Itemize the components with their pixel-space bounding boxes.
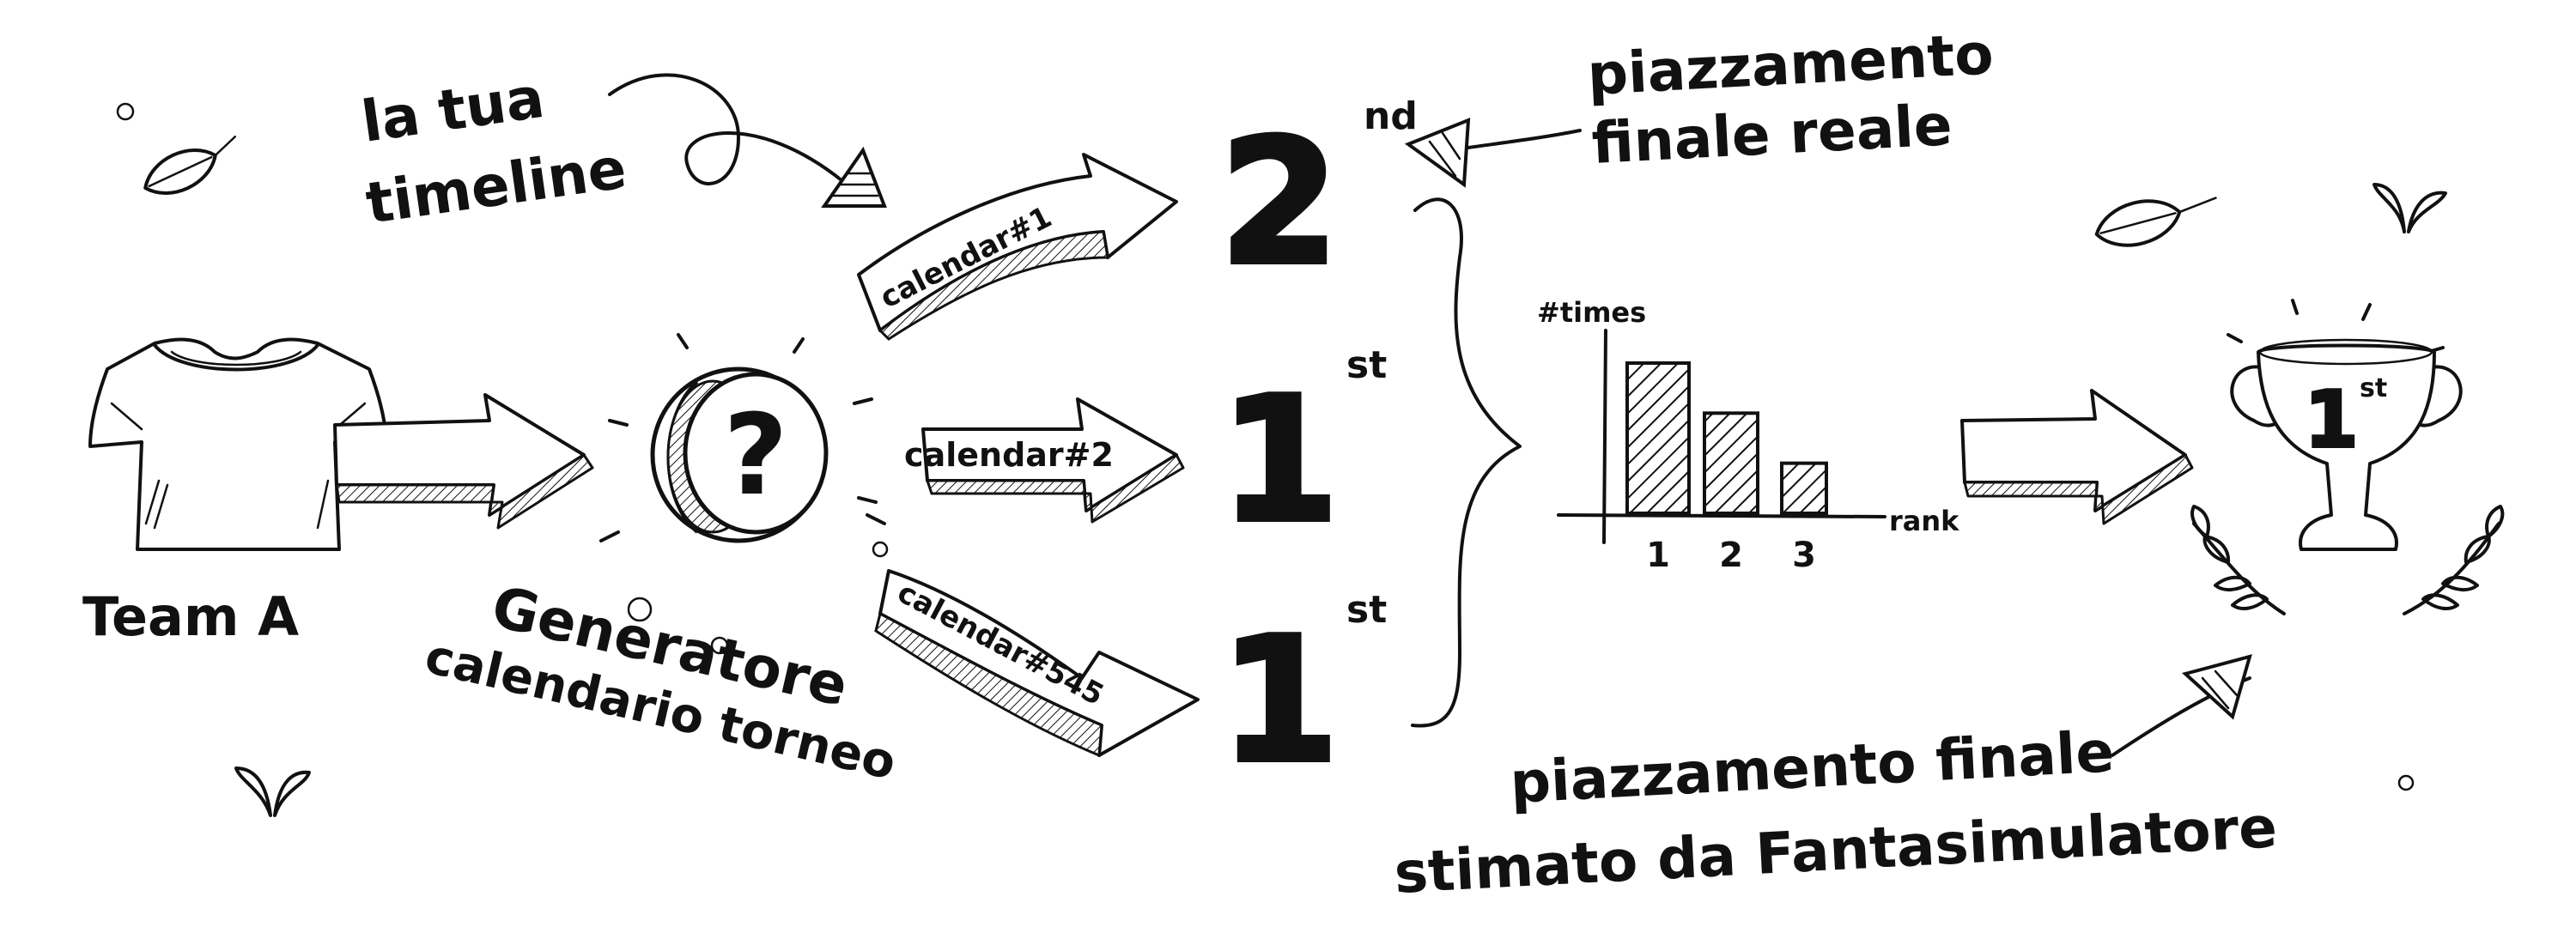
- bubble-doodle: [872, 541, 889, 558]
- placement-result-2: 1 st: [1217, 343, 1387, 563]
- trophy-place-suffix: st: [2360, 373, 2387, 403]
- placement-number-1: 2: [1219, 103, 1339, 303]
- team-shirt-icon: [88, 337, 388, 551]
- bubble-doodle: [710, 636, 729, 655]
- laurel-right-icon: [2403, 505, 2505, 615]
- timeline-label-line-1: la tua: [358, 64, 549, 155]
- placement-suffix-2: st: [1346, 343, 1387, 387]
- generator-sparkle-lines: [599, 333, 886, 542]
- generator-coin-icon: ?: [650, 367, 829, 543]
- chart-y-axis: [1602, 329, 1607, 544]
- timeline-curly-arrow: [608, 73, 843, 185]
- chart-x-axis: [1557, 513, 1886, 518]
- chart-x-label: rank: [1889, 505, 1959, 537]
- trophy-icon: 1 st: [2227, 299, 2463, 551]
- timeline-label: la tua timeline: [358, 64, 630, 237]
- calendar-ribbon-3: calendar#545: [874, 569, 1200, 758]
- sprout-doodle-left-icon: [234, 766, 311, 817]
- calendar-ribbon-2: calendar#2: [904, 397, 1185, 524]
- placement-result-1: 2 nd: [1217, 94, 1418, 306]
- estimated-position-label: piazzamento finale stimato da Fantasimul…: [1393, 718, 2279, 906]
- timeline-arrowhead-icon: [821, 146, 887, 208]
- bubble-doodle: [627, 597, 653, 622]
- actual-position-label: piazzamento finale reale: [1586, 21, 1996, 177]
- estimated-position-arrowhead-icon: [2181, 654, 2252, 720]
- chart-bar-rank-1: [1625, 361, 1691, 515]
- chart-tick-label-1: 1: [1646, 536, 1670, 575]
- trophy-place-number: 1: [2305, 375, 2359, 465]
- placement-suffix-1: nd: [1364, 94, 1418, 138]
- dot-doodle: [2397, 774, 2415, 791]
- chart-bars: [1625, 361, 1828, 516]
- grouping-brace: [1411, 197, 1522, 728]
- dot-doodle: [116, 102, 135, 121]
- estimated-position-label-line-1: piazzamento finale: [1509, 718, 2116, 816]
- placement-number-3: 1: [1219, 601, 1339, 801]
- leaf-doodle-left-icon: [143, 135, 236, 195]
- arrow-team-to-generator: [333, 393, 594, 530]
- generator-label: Generatore calendario torneo: [420, 573, 901, 791]
- sprout-doodle-right-icon: [2372, 183, 2447, 233]
- chart-tick-label-3: 3: [1792, 536, 1816, 575]
- rank-distribution-chart: #times rank 1 2 3: [1537, 296, 1959, 575]
- actual-position-arrow-line: [1467, 129, 1582, 149]
- decorative-doodles: [116, 102, 2447, 817]
- chart-tick-labels: 1 2 3: [1646, 536, 1816, 575]
- placement-number-2: 1: [1219, 360, 1339, 560]
- placement-suffix-3: st: [1346, 588, 1387, 632]
- laurel-left-icon: [2190, 505, 2286, 615]
- chart-tick-label-2: 2: [1719, 536, 1743, 575]
- chart-bar-rank-2: [1703, 411, 1759, 516]
- team-label: Team A: [82, 585, 299, 648]
- actual-position-arrowhead-icon: [1404, 117, 1471, 188]
- calendar-label-2: calendar#2: [904, 436, 1114, 474]
- leaf-doodle-right-icon: [2094, 197, 2217, 247]
- chart-y-label: #times: [1537, 296, 1646, 329]
- placement-result-3: 1 st: [1217, 588, 1387, 803]
- question-mark: ?: [723, 390, 787, 520]
- arrow-chart-to-trophy: [1960, 389, 2194, 525]
- chart-bar-rank-3: [1780, 461, 1828, 516]
- calendar-ribbon-1: calendar#1: [857, 153, 1178, 341]
